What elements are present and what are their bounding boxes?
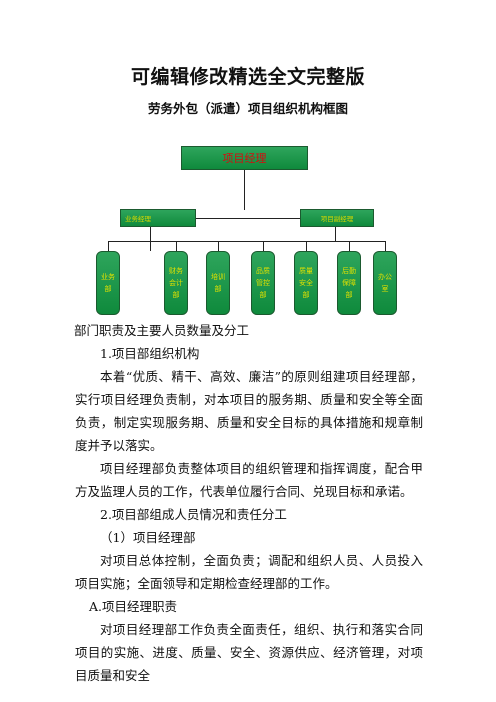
connector-line bbox=[244, 170, 245, 210]
org-chart: 项目经理 业务经理 项目副经理 业务部 财务会计部 培训部 品质管控部 质量安全… bbox=[0, 0, 496, 330]
connector-line bbox=[306, 241, 307, 251]
connector-line bbox=[150, 227, 151, 251]
paragraph: 对项目总体控制，全面负责；调配和组织人员、人员投入项目实施；全面领导和定期检查经… bbox=[75, 553, 423, 591]
document-title: 可编辑修改精选全文完整版 bbox=[130, 66, 365, 88]
org-box-project-manager: 项目经理 bbox=[181, 146, 308, 170]
connector-line bbox=[335, 227, 336, 241]
org-box-department: 业务部 bbox=[96, 251, 120, 315]
paragraph: 项目经理部负责整体项目的组织管理和指挥调度，配合甲方及监理人员的工作，代表单位履… bbox=[75, 461, 423, 499]
org-box-department: 办公室 bbox=[373, 251, 397, 315]
list-item-heading: 2.项目部组成人员情况和责任分工 bbox=[100, 507, 287, 522]
list-item-heading: A.项目经理职责 bbox=[89, 599, 178, 614]
org-box-department: 后勤保障部 bbox=[337, 251, 361, 315]
org-chart-title: 劳务外包（派遣）项目组织机构框图 bbox=[147, 101, 348, 116]
connector-line bbox=[349, 241, 350, 251]
org-box-right-mid: 项目副经理 bbox=[300, 209, 374, 227]
org-box-department: 质量安全部 bbox=[294, 251, 318, 315]
org-box-left-mid: 业务经理 bbox=[120, 209, 196, 227]
document-body: 部门职责及主要人员数量及分工 1.项目部组织机构 本着“优质、精干、高效、廉洁”… bbox=[74, 319, 423, 687]
org-box-department: 财务会计部 bbox=[164, 251, 188, 315]
list-item-heading: 1.项目部组织机构 bbox=[100, 346, 200, 361]
org-box-department: 品质管控部 bbox=[251, 251, 275, 315]
connector-line bbox=[263, 241, 264, 251]
section-heading: 部门职责及主要人员数量及分工 bbox=[74, 323, 250, 338]
connector-line bbox=[196, 218, 300, 219]
paragraph: 对项目经理部工作负责全面责任，组织、执行和落实合同项目的实施、进度、质量、安全、… bbox=[75, 622, 423, 683]
connector-line bbox=[108, 241, 386, 242]
connector-line bbox=[176, 241, 177, 251]
org-box-department: 培训部 bbox=[206, 251, 230, 315]
connector-line bbox=[108, 241, 109, 251]
paragraph: 本着“优质、精干、高效、廉洁”的原则组建项目经理部，实行项目经理负责制，对本项目… bbox=[75, 369, 423, 453]
connector-line bbox=[218, 241, 219, 251]
connector-line bbox=[385, 241, 386, 251]
list-item-heading: （1）项目经理部 bbox=[100, 530, 196, 545]
